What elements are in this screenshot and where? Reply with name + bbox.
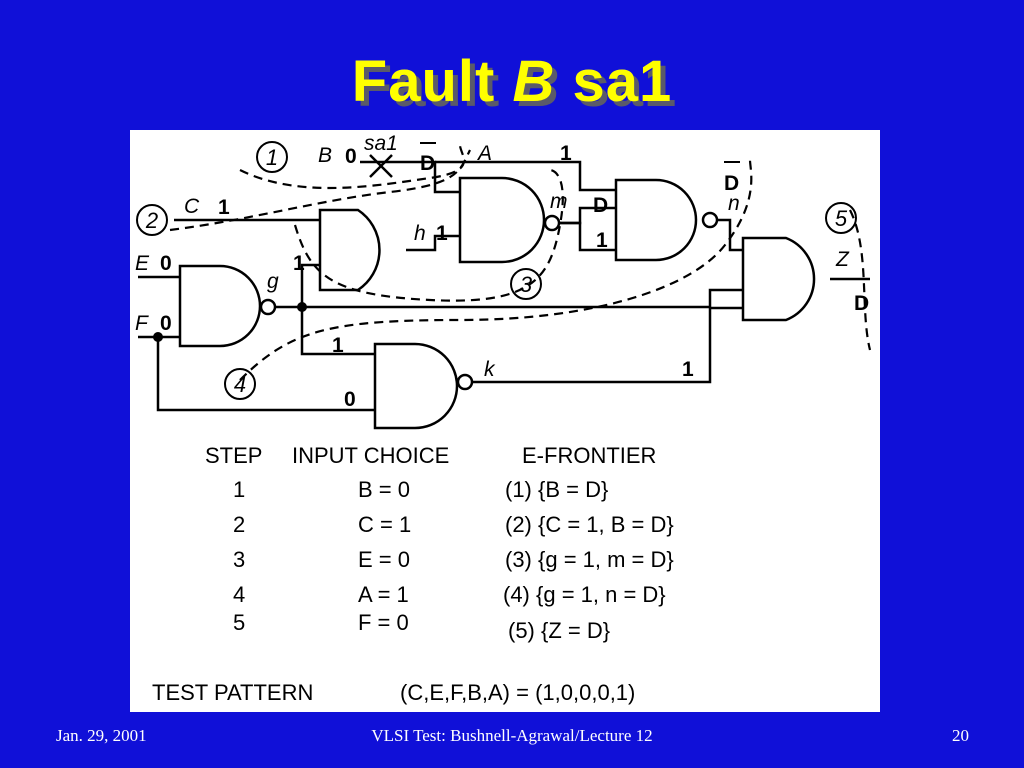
frontier-marker-3: 3 (510, 268, 542, 300)
circuit-figure: 1 2 3 4 5 B A C E F g h k m n Z sa1 0 D … (130, 130, 880, 712)
value-k: 1 (682, 358, 694, 381)
title-text-fault-node: B (512, 49, 556, 114)
svg-text:(4) {g = 1, n = D}: (4) {g = 1, n = D} (503, 582, 666, 607)
svg-text:1: 1 (266, 145, 278, 170)
table-header-input-choice: INPUT CHOICE (292, 443, 449, 468)
svg-text:(2) {C = 1, B = D}: (2) {C = 1, B = D} (505, 512, 674, 537)
nand-gate-n (614, 178, 698, 262)
test-pattern-value: (C,E,F,B,A) = (1,0,0,0,1) (400, 680, 635, 705)
table-row: 2 C = 1 (2) {C = 1, B = D} (233, 512, 674, 537)
svg-text:D: D (420, 152, 435, 175)
signal-label-n: n (728, 192, 740, 215)
svg-text:2: 2 (145, 208, 158, 233)
slide-title: Fault B sa1 (0, 48, 1024, 115)
nand-gate-m (458, 176, 546, 264)
signal-label-b: B (318, 144, 332, 167)
svg-text:3: 3 (520, 272, 533, 297)
value-m2: 1 (596, 229, 608, 252)
svg-text:D: D (724, 172, 739, 195)
table-row: 4 A = 1 (4) {g = 1, n = D} (233, 582, 666, 607)
svg-text:5: 5 (233, 610, 245, 635)
svg-text:A = 1: A = 1 (358, 582, 409, 607)
nand-gate-k (373, 342, 459, 430)
svg-text:E = 0: E = 0 (358, 547, 410, 572)
fault-label-sa1: sa1 (364, 132, 398, 155)
frontier-marker-5: 5 (825, 202, 857, 234)
svg-text:4: 4 (233, 582, 245, 607)
circuit-diagram: 1 2 3 4 5 B A C E F g h k m n Z sa1 0 D … (135, 132, 872, 705)
inversion-bubble-m (543, 214, 561, 232)
value-e: 0 (160, 252, 172, 275)
svg-text:1: 1 (233, 477, 245, 502)
value-z: D (854, 292, 869, 315)
signal-label-c: C (184, 195, 200, 218)
value-m: D (593, 194, 608, 217)
table-row: 3 E = 0 (3) {g = 1, m = D} (233, 547, 674, 572)
signal-label-e: E (135, 252, 150, 275)
signal-label-f: F (135, 312, 149, 335)
signal-label-a: A (476, 142, 492, 165)
value-k-in1: 1 (332, 334, 344, 357)
value-g: 1 (293, 252, 305, 275)
value-h: 1 (436, 222, 448, 245)
value-b-out: D (420, 142, 436, 175)
svg-text:(5) {Z = D}: (5) {Z = D} (508, 618, 610, 643)
frontier-marker-1: 1 (256, 141, 288, 173)
nand-gate-g (178, 264, 262, 348)
frontier-marker-2: 2 (136, 204, 168, 236)
inversion-bubble-g (259, 298, 277, 316)
title-text-2: sa1 (555, 49, 673, 114)
frontier-marker-4: 4 (224, 368, 256, 400)
signal-label-g: g (267, 270, 279, 293)
svg-text:(1) {B = D}: (1) {B = D} (505, 477, 608, 502)
value-n: D (724, 161, 740, 195)
wires (138, 160, 870, 412)
footer-course: VLSI Test: Bushnell-Agrawal/Lecture 12 (371, 726, 653, 745)
svg-text:4: 4 (234, 372, 246, 397)
signal-label-k: k (484, 358, 496, 381)
table-header-step: STEP (205, 443, 262, 468)
value-f: 0 (160, 312, 172, 335)
e-frontier-cuts (169, 144, 872, 381)
signal-label-m: m (550, 190, 568, 213)
test-pattern-label: TEST PATTERN (152, 680, 313, 705)
inversion-bubble-n (701, 211, 719, 229)
svg-text:B = 0: B = 0 (358, 477, 410, 502)
fault-marker-x (369, 154, 393, 178)
table-row: 5 F = 0 (5) {Z = D} (233, 610, 610, 643)
value-c: 1 (218, 196, 230, 219)
table-header-e-frontier: E-FRONTIER (522, 443, 656, 468)
title-text-1: Fault (351, 49, 513, 114)
svg-text:F = 0: F = 0 (358, 610, 409, 635)
footer-page-number: 20 (952, 726, 969, 745)
value-a: 1 (560, 142, 572, 165)
value-b: 0 (345, 145, 357, 168)
footer-date: Jan. 29, 2001 (56, 726, 147, 745)
and-gate-z (741, 236, 816, 322)
table-row: 1 B = 0 (1) {B = D} (233, 477, 608, 502)
value-k-in2: 0 (344, 388, 356, 411)
signal-label-h: h (414, 222, 426, 245)
inversion-bubble-k (456, 373, 474, 391)
svg-text:5: 5 (835, 206, 848, 231)
svg-text:C = 1: C = 1 (358, 512, 411, 537)
and-gate-h (318, 208, 381, 292)
step-table: STEP INPUT CHOICE E-FRONTIER 1 B = 0 (1)… (152, 443, 674, 705)
svg-text:3: 3 (233, 547, 245, 572)
svg-text:2: 2 (233, 512, 245, 537)
signal-label-z: Z (835, 248, 850, 271)
svg-text:(3) {g = 1, m = D}: (3) {g = 1, m = D} (505, 547, 674, 572)
